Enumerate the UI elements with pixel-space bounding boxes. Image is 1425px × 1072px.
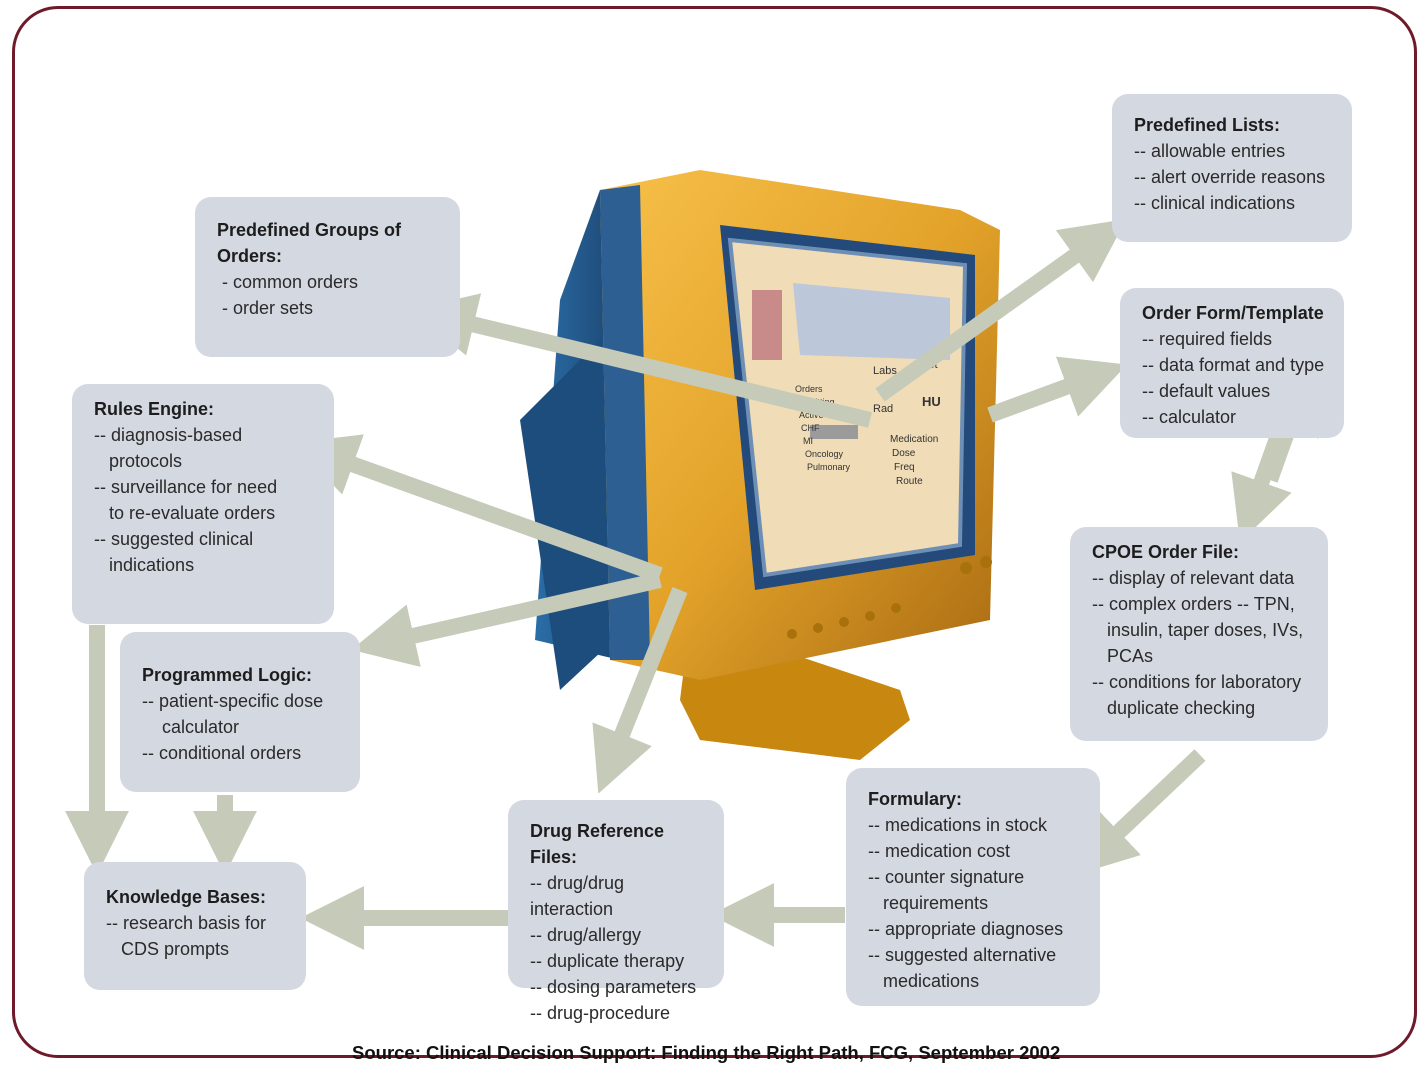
list-item: indications bbox=[94, 555, 195, 575]
bullet-list: -- research basis for CDS prompts bbox=[106, 910, 292, 962]
list-item: -- data format and type bbox=[1142, 355, 1325, 375]
list-item: requirements bbox=[868, 893, 989, 913]
list-item: -- dosing parameters bbox=[530, 977, 697, 997]
arrow-to-lists bbox=[875, 218, 1127, 402]
box-title: Drug Reference Files: bbox=[530, 821, 665, 867]
list-item: -- calculator bbox=[1142, 407, 1237, 427]
list-item: -- alert override reasons bbox=[1134, 167, 1326, 187]
screen-menu-item: Active bbox=[799, 410, 824, 420]
list-item: -- display of relevant data bbox=[1092, 568, 1295, 588]
box-title: CPOE Order File: bbox=[1092, 542, 1240, 562]
list-item: -- complex orders -- TPN, bbox=[1092, 594, 1295, 614]
list-item: - common orders bbox=[217, 272, 359, 292]
screen-hu: HU bbox=[922, 394, 941, 409]
rounded-frame bbox=[12, 6, 1417, 1058]
box-order-form-template: Order Form/Template -- required fields--… bbox=[1120, 288, 1344, 438]
list-item: protocols bbox=[94, 451, 183, 471]
list-item: -- patient-specific dose bbox=[142, 691, 324, 711]
box-drug-reference: Drug Reference Files: -- drug/drug inter… bbox=[508, 800, 724, 1023]
list-item: -- drug/drug interaction bbox=[530, 873, 630, 919]
list-item: -- default values bbox=[1142, 381, 1271, 401]
list-item: -- duplicate therapy bbox=[530, 951, 685, 971]
arrows bbox=[65, 218, 1319, 950]
list-item: -- allowable entries bbox=[1134, 141, 1286, 161]
screen-menu-item: Orders bbox=[795, 384, 823, 394]
screen-sidebar bbox=[752, 290, 782, 360]
box-title: Knowledge Bases: bbox=[106, 887, 267, 907]
box-title: Predefined Lists: bbox=[1134, 115, 1281, 135]
list-item: -- appropriate diagnoses bbox=[868, 919, 1064, 939]
bullet-list: -- required fields -- data format and typ… bbox=[1142, 326, 1330, 430]
bullet-list: -- allowable entries -- alert override re… bbox=[1134, 138, 1338, 216]
arrow-to-form bbox=[987, 356, 1128, 423]
list-item: -- suggested alternative bbox=[868, 945, 1057, 965]
arrow-to-logic bbox=[351, 572, 662, 667]
box-title: Order Form/Template bbox=[1142, 303, 1324, 323]
list-item: -- drug-procedure bbox=[530, 1003, 671, 1023]
bullet-list: - common orders - order sets bbox=[217, 269, 446, 321]
list-item: -- suggested clinical bbox=[94, 529, 254, 549]
list-item: CDS prompts bbox=[106, 939, 230, 959]
screen-menu-item: Oncology bbox=[805, 449, 844, 459]
screen-menu-item: Freq bbox=[894, 462, 915, 473]
box-title: Predefined Groups of Orders: bbox=[217, 220, 402, 266]
list-item: - order sets bbox=[217, 298, 314, 318]
screen-menu-item: CHF bbox=[801, 423, 820, 433]
arrow-to-rules bbox=[292, 434, 663, 583]
box-rules-engine: Rules Engine: -- diagnosis-based protoco… bbox=[72, 384, 334, 624]
source-caption: Source: Clinical Decision Support: Findi… bbox=[352, 1042, 1061, 1063]
list-item: -- research basis for bbox=[106, 913, 267, 933]
screen-labs: Labs bbox=[873, 365, 897, 377]
screen-menu-item: Route bbox=[896, 476, 923, 487]
list-item: -- diagnosis-based bbox=[94, 425, 243, 445]
screen-menu-item: Medication bbox=[890, 434, 938, 445]
box-title: Rules Engine: bbox=[94, 399, 215, 419]
screen-header-panel bbox=[793, 283, 950, 360]
bullet-list: -- drug/drug interaction -- drug/allergy -… bbox=[530, 870, 710, 1026]
list-item: insulin, taper doses, IVs, bbox=[1092, 620, 1304, 640]
list-item: -- required fields bbox=[1142, 329, 1273, 349]
list-item: -- clinical indications bbox=[1134, 193, 1296, 213]
arrow-to-groups bbox=[411, 293, 872, 428]
list-item: -- conditions for laboratory bbox=[1092, 672, 1302, 692]
list-item: -- drug/allergy bbox=[530, 925, 642, 945]
box-predefined-lists: Predefined Lists: -- allowable entries--… bbox=[1112, 94, 1352, 242]
box-programmed-logic: Programmed Logic: -- patient-specific do… bbox=[120, 632, 360, 792]
list-item: -- surveillance for need bbox=[94, 477, 278, 497]
arrow-to-drug bbox=[592, 587, 688, 794]
box-cpoe-order-file: CPOE Order File: -- display of relevant … bbox=[1070, 527, 1328, 741]
list-item: medications bbox=[868, 971, 980, 991]
screen-menu-item: Pulmonary bbox=[807, 462, 851, 472]
list-item: to re-evaluate orders bbox=[94, 503, 276, 523]
bullet-list: -- diagnosis-based protocols -- surveilla… bbox=[94, 422, 320, 578]
bullet-list: -- medications in stock -- medication cos… bbox=[868, 812, 1086, 994]
list-item: PCAs bbox=[1092, 646, 1154, 666]
bullet-list: -- patient-specific dose calculator -- co… bbox=[142, 688, 346, 766]
list-item: -- medication cost bbox=[868, 841, 1011, 861]
list-item: -- counter signature bbox=[868, 867, 1025, 887]
box-formulary: Formulary: -- medications in stock-- med… bbox=[846, 768, 1100, 1006]
monitor-illustration: Labs Diet Rad HU OrdersAdmittingActiveCH… bbox=[520, 170, 1000, 760]
bullet-list: -- display of relevant data -- complex or… bbox=[1092, 565, 1314, 721]
box-title: Programmed Logic: bbox=[142, 665, 313, 685]
box-knowledge-bases: Knowledge Bases: -- research basis for C… bbox=[84, 862, 306, 990]
screen-rad: Rad bbox=[873, 403, 893, 415]
list-item: calculator bbox=[142, 717, 240, 737]
list-item: duplicate checking bbox=[1092, 698, 1256, 718]
box-predefined-groups: Predefined Groups of Orders: - common or… bbox=[195, 197, 460, 357]
screen-menu-item: Dose bbox=[892, 448, 916, 459]
box-title: Formulary: bbox=[868, 789, 963, 809]
screen-menu-item: MI bbox=[803, 436, 813, 446]
list-item: -- medications in stock bbox=[868, 815, 1048, 835]
arrow-to-formulary bbox=[1072, 749, 1206, 876]
list-item: -- conditional orders bbox=[142, 743, 302, 763]
